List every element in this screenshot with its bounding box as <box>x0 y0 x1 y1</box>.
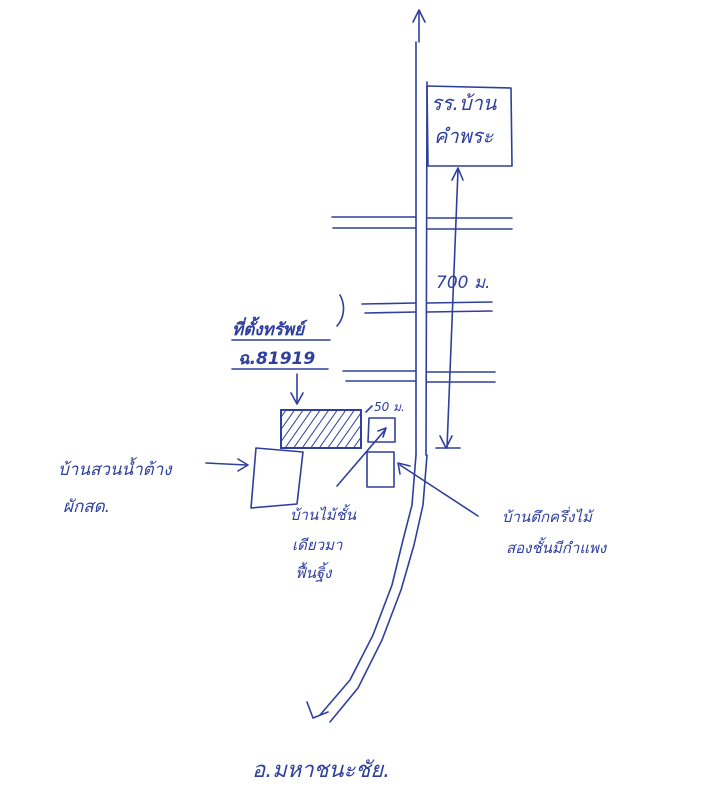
cross-street-3 <box>342 370 496 383</box>
property-label-line1: ที่ตั้งทรัพย์ <box>232 316 308 340</box>
property-label-line2: ฉ.81919 <box>238 349 315 369</box>
wood-house-label-line1: บ้านไม้ชั้น <box>290 504 357 524</box>
distance-label: 700 ม. <box>436 273 490 293</box>
cross-street-1 <box>331 216 513 230</box>
right-house-label-line1: บ้านตึกครึ่งไม้ <box>502 506 595 526</box>
short-distance: 50 ม. <box>365 400 405 414</box>
wood-house-label-line2: เดียวมา <box>292 536 343 554</box>
north-arrow-icon <box>412 9 426 43</box>
south-arrow-icon <box>306 701 329 719</box>
bottom-destination-label: อ.มหาชนะชัย. <box>252 758 390 783</box>
school-label-line1: รร.บ้าน <box>431 91 498 115</box>
property-parcel <box>280 409 362 449</box>
wood-house-label-line3: ฟื้นฐิ้ง <box>295 562 333 582</box>
main-road <box>319 41 428 723</box>
left-house-label-line2: ผักสด. <box>63 497 110 517</box>
property-label: ที่ตั้งทรัพย์ ฉ.81919 <box>231 294 345 405</box>
school-label-line2: คำพระ <box>434 124 495 148</box>
cross-street-2 <box>361 301 493 314</box>
distance-arrow: 700 ม. <box>435 167 490 449</box>
right-house: บ้านตึกครึ่งไม้ สองชั้นมีกำแพง <box>366 451 608 557</box>
left-house: บ้านสวนน้ำต้าง ผักสด. <box>58 447 304 517</box>
left-house-label-line1: บ้านสวนน้ำต้าง <box>58 456 173 480</box>
school-box: รร.บ้าน คำพระ <box>426 85 513 167</box>
wood-house: บ้านไม้ชั้น เดียวมา ฟื้นฐิ้ง <box>290 417 396 582</box>
right-house-label-line2: สองชั้นมีกำแพง <box>506 537 608 557</box>
short-distance-label: 50 ม. <box>374 400 405 414</box>
